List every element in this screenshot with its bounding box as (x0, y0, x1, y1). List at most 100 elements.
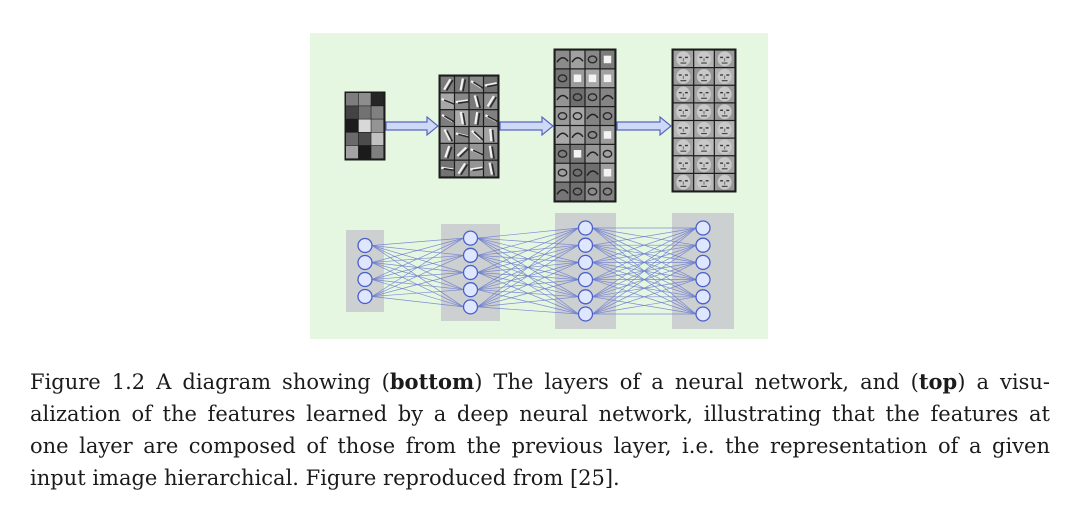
face-eye (726, 56, 730, 59)
caption-line-1: Figure 1.2 A diagram showing (bottom) Th… (30, 366, 1050, 398)
part-stroke (586, 113, 599, 120)
face-eye (726, 127, 730, 129)
feature-cell (358, 132, 371, 146)
edge-stroke (462, 112, 466, 126)
feature-cell (346, 132, 359, 146)
connection-line (477, 262, 579, 308)
neuron-node (695, 289, 711, 305)
part-stroke (572, 187, 583, 196)
face-eye (678, 127, 682, 129)
face-eye (684, 74, 688, 76)
part-stroke (586, 151, 599, 158)
face-eye (699, 74, 703, 76)
caption-line-2: alization of the features learned by a d… (30, 402, 1050, 426)
edge-stroke (491, 129, 495, 143)
connection-line (592, 227, 697, 298)
feature-arrows (385, 115, 672, 137)
edge-stroke (473, 81, 485, 90)
face-eye (678, 162, 682, 164)
neuron-node (357, 288, 373, 305)
edge-stroke (459, 78, 464, 91)
edge-stroke (489, 96, 497, 108)
face-eye (726, 91, 730, 94)
edge-stroke (443, 99, 456, 106)
caption-line-3: one layer are composed of those from the… (30, 434, 1050, 458)
part-stroke (603, 55, 612, 64)
neuron-node (695, 306, 711, 322)
part-stroke (556, 189, 569, 195)
face-eye (705, 144, 709, 147)
feature-cell (585, 144, 600, 163)
connection-line (371, 296, 464, 308)
face-eye (720, 91, 724, 94)
neuron-node (462, 247, 479, 263)
connection-line (592, 279, 697, 315)
edge-stroke (488, 145, 493, 158)
part-stroke (588, 74, 597, 83)
face-eye (699, 162, 703, 164)
face-eye (726, 144, 730, 147)
connection-line (592, 296, 697, 315)
neuron-node (357, 271, 373, 288)
feature-cell (346, 93, 359, 106)
feature-cell (585, 182, 600, 201)
feature-cell (585, 163, 600, 182)
edge-stroke (473, 131, 484, 141)
caption-text: ) a visu- (957, 370, 1050, 394)
face-eye (726, 109, 730, 111)
feature-visualizations (344, 48, 737, 203)
edge-stroke (491, 146, 495, 159)
network-diagram (346, 213, 734, 329)
connection-line (592, 227, 697, 315)
face-eye (699, 144, 703, 147)
feature-cell (358, 145, 371, 159)
neuron-node (357, 254, 373, 271)
feature-cell (358, 119, 371, 132)
edge-stroke (472, 167, 485, 172)
connection-line (371, 237, 464, 263)
neuron-node (577, 254, 594, 271)
part-stroke (573, 74, 582, 83)
edge-stroke (491, 163, 496, 176)
edge-stroke (484, 82, 497, 87)
face-eye (678, 91, 682, 94)
part-stroke (587, 130, 598, 140)
part-stroke (572, 168, 583, 177)
edge-stroke (443, 167, 456, 172)
connection-line (592, 227, 697, 246)
edge-stroke (443, 128, 451, 141)
edge-stroke (444, 145, 451, 158)
face-eye (726, 74, 730, 76)
part-stroke (571, 132, 584, 139)
connection-line (477, 227, 579, 290)
face-eye (699, 127, 703, 129)
face-eye (720, 109, 724, 111)
face-eye (678, 74, 682, 76)
neuron-node (695, 237, 711, 253)
connection-line (477, 279, 579, 308)
edge-stroke (459, 111, 464, 125)
face-eye (705, 162, 709, 164)
feature-cell (600, 88, 615, 107)
feature-cell (555, 88, 570, 107)
part-stroke (586, 170, 599, 176)
feature-cell (555, 50, 570, 69)
face-eye (678, 180, 682, 182)
caption-text: A diagram showing ( (156, 370, 390, 394)
edge-stroke (460, 164, 469, 176)
part-stroke (601, 94, 614, 101)
neuron-node (357, 237, 373, 254)
edge-stroke (459, 147, 470, 158)
part-stroke (556, 57, 569, 63)
feature-cell (600, 107, 615, 125)
neuron-node (462, 264, 479, 281)
connection-line (477, 296, 579, 308)
neuron-node (695, 271, 711, 288)
part-stroke (603, 168, 612, 177)
face-eye (720, 144, 724, 147)
feature-cell (555, 126, 570, 144)
edge-stroke (487, 83, 500, 88)
feature-cell (585, 88, 600, 107)
neuron-node (462, 282, 479, 298)
caption-text: ) The layers of a neural network, and ( (474, 370, 919, 394)
